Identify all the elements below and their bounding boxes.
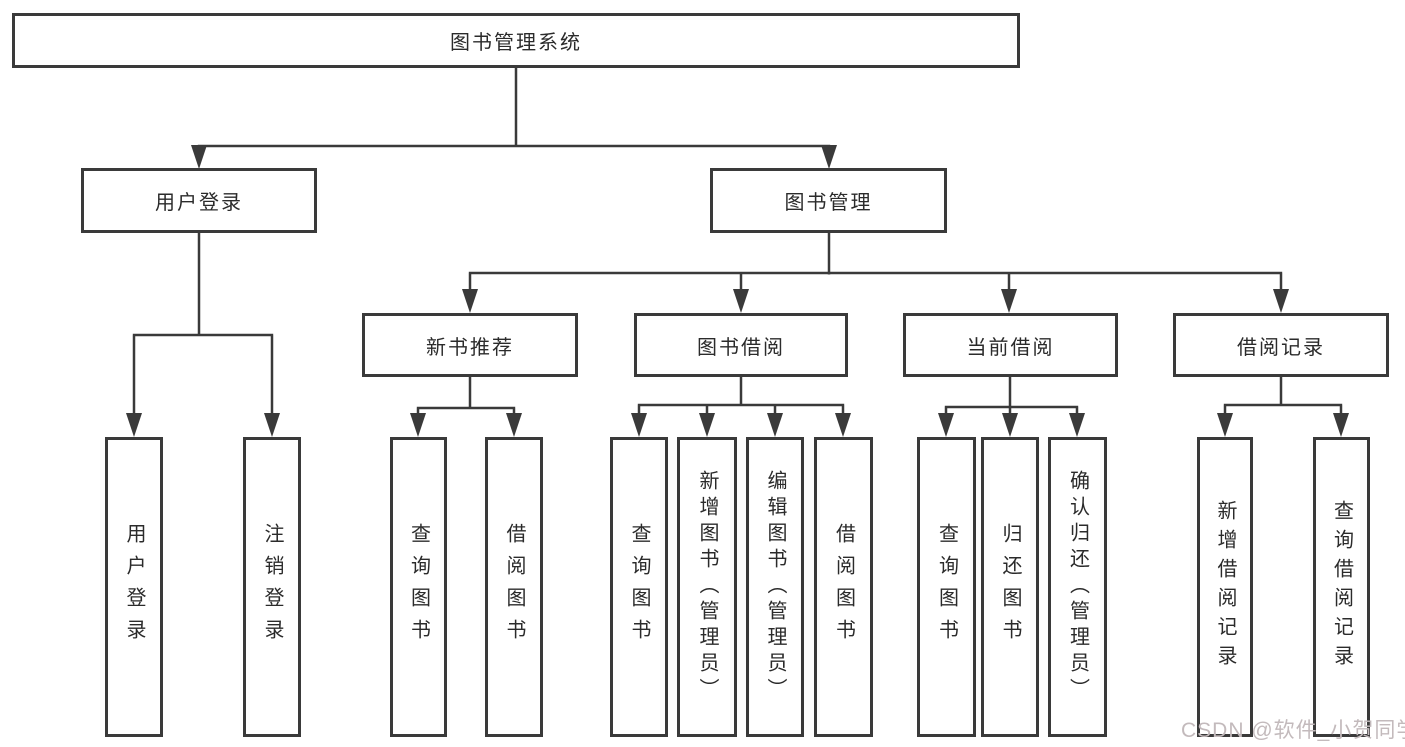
leaf-add-books-admin: 新增图书（管理员） xyxy=(677,437,737,737)
node-borrowing-records: 借阅记录 xyxy=(1173,313,1389,377)
node-label: 注销登录 xyxy=(261,523,283,651)
node-label: 借阅记录 xyxy=(1237,336,1325,359)
node-label: 查询图书 xyxy=(407,523,430,651)
node-user-login: 用户登录 xyxy=(81,168,317,233)
node-label: 图书管理系统 xyxy=(450,32,582,54)
node-label: 查询图书 xyxy=(935,523,958,651)
node-current-borrowing: 当前借阅 xyxy=(903,313,1118,377)
node-label: 图书借阅 xyxy=(697,336,785,359)
node-new-book-recommend: 新书推荐 xyxy=(362,313,578,377)
leaf-confirm-return-admin: 确认归还（管理员） xyxy=(1048,437,1107,737)
node-label: 新增借阅记录 xyxy=(1214,500,1236,674)
node-label: 借阅图书 xyxy=(832,523,855,651)
leaf-query-books-borrowing: 查询图书 xyxy=(610,437,668,737)
node-label: 编辑图书（管理员） xyxy=(764,470,786,704)
watermark: CSDN @软件_小贺同学 xyxy=(1181,719,1405,742)
node-label: 用户登录 xyxy=(155,192,243,214)
node-label: 图书管理 xyxy=(784,192,873,214)
leaf-query-books-recommend: 查询图书 xyxy=(390,437,447,737)
node-label: 归还图书 xyxy=(999,523,1021,651)
node-label: 确认归还（管理员） xyxy=(1066,470,1089,704)
leaf-user-login: 用户登录 xyxy=(105,437,163,737)
node-label: 借阅图书 xyxy=(503,523,525,651)
node-label: 查询图书 xyxy=(628,523,650,651)
leaf-borrow-books-borrowing: 借阅图书 xyxy=(814,437,873,737)
node-label: 查询借阅记录 xyxy=(1330,500,1353,674)
node-label: 新增图书（管理员） xyxy=(696,470,718,704)
leaf-return-books: 归还图书 xyxy=(981,437,1039,737)
leaf-query-borrow-record: 查询借阅记录 xyxy=(1313,437,1370,737)
leaf-borrow-books-recommend: 借阅图书 xyxy=(485,437,543,737)
leaf-add-borrow-record: 新增借阅记录 xyxy=(1197,437,1253,737)
node-root: 图书管理系统 xyxy=(12,13,1020,68)
node-label: 用户登录 xyxy=(123,523,145,651)
node-label: 当前借阅 xyxy=(966,336,1055,359)
node-book-management: 图书管理 xyxy=(710,168,947,233)
node-label: 新书推荐 xyxy=(426,336,514,359)
leaf-edit-books-admin: 编辑图书（管理员） xyxy=(746,437,804,737)
node-book-borrowing: 图书借阅 xyxy=(634,313,848,377)
leaf-logout: 注销登录 xyxy=(243,437,301,737)
leaf-query-books-current: 查询图书 xyxy=(917,437,976,737)
